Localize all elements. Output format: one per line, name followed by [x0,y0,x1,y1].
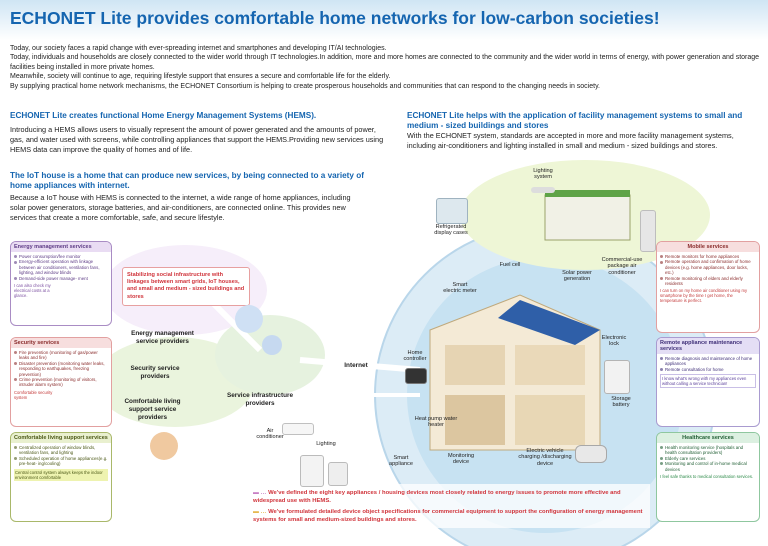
healthcare-note: I feel safe thanks to medical consultati… [660,474,754,480]
footnote-2-text: We've formulated detailed device object … [253,508,643,524]
sky-background [0,0,768,40]
car-icon [575,445,607,463]
iot-text: Because a IoT house with HEMS is connect… [10,193,351,223]
security-note: Comfortable security system [14,389,53,400]
package-ac-icon [640,210,656,252]
healthcare-services-box: Healthcare services Health monitoring se… [656,432,760,522]
healthcare-service-item: Health monitoring service (hospitals and… [660,445,756,456]
monitoring-device-label: Monitoring device [447,453,475,466]
living-service-item: Centralized operation of window blinds, … [14,445,108,456]
iot-heading: The IoT house is a home that can produce… [10,171,364,190]
healthcare-service-item: Elderly care services [660,456,756,461]
facility-text: With the ECHONET system, standards are a… [407,131,734,151]
energy-service-item: Power consumption/fee monitor [14,254,108,259]
display-case-icon [436,198,468,224]
stabilizing-callout: Stabilizing social infrastructure with l… [122,267,250,306]
smart-appliance-label: Smart appliance [389,455,413,468]
healthcare-services-title: Healthcare services [657,433,759,443]
energy-services-title: Energy management services [11,242,111,252]
lighting-label: Lighting [316,441,336,447]
footnote-1: ▬ … We've defined the eight key applianc… [253,489,651,506]
healthcare-service-item: Monitoring and control of in-home medica… [660,461,756,472]
maintenance-note: I know what's wrong with my appliances e… [660,374,756,389]
battery-unit-icon [604,360,630,394]
hems-text: Introducing a HEMS allows users to visua… [10,125,384,155]
mobile-services-box: Mobile services Remote monitors for home… [656,241,760,333]
security-service-item: Fire prevention (monitoring of gas/power… [14,350,108,361]
security-service-item: Disaster prevention (monitoring water le… [14,361,108,377]
living-services-box: Comfortable living support services Cent… [10,432,112,522]
living-service-item: Scheduled operation of home appliances(e… [14,456,108,467]
intro-text: Today, our society faces a rapid change … [10,44,760,91]
refrigerated-label: Refrigerated display cases [434,224,468,237]
energy-service-item: Demand-side power manage- ment [14,276,108,281]
intro-line: Meanwhile, society will continue to age,… [10,73,391,81]
living-note: Central control system always keeps the … [14,468,108,481]
ac-unit-icon [282,423,314,435]
security-service-item: Crime prevention (monitoring of visitors… [14,377,108,388]
footnote-2: ▬ … We've formulated detailed device obj… [253,508,651,525]
electronic-lock-label: Electronic lock [601,335,627,348]
washing-machine-icon [328,462,348,486]
controller-screen-icon [405,368,427,384]
intro-line: Today, our society faces a rapid change … [10,45,387,52]
mobile-service-item: Remote monitors for home appliances [660,254,756,259]
security-services-box: Security services Fire prevention (monit… [10,337,112,427]
maintenance-services-box: Remote appliance maintenance services Re… [656,337,760,427]
hems-heading: ECHONET Lite creates functional Home Ene… [10,111,317,120]
ceiling-light-icon [531,187,555,193]
security-providers-label: Security service providers [130,365,180,380]
mobile-service-item: Remote monitoring of elders and elderly … [660,276,756,287]
mobile-note: I can turn on my home air conditioner us… [660,288,748,304]
maintenance-service-item: Remote consultation for home [660,367,756,372]
server-icon [262,335,282,355]
infra-providers-label: Service infrastructure providers [226,392,294,407]
energy-note: I can also check my electrical costs at … [14,283,51,299]
lighting-system-label: Lighting system [533,168,553,181]
intro-line: By supplying practical home network mech… [10,82,600,90]
internet-label: Internet [344,362,368,369]
mobile-service-item: Remote operation and confirmation of hom… [660,259,756,275]
person-avatar [150,432,178,460]
maintenance-service-item: Remote diagnosis and maintenance of home… [660,356,756,367]
intro-line: Today, individuals and households are cl… [10,54,760,71]
energy-service-item: Energy-efficient operation with linkage … [14,259,108,275]
ev-charging-label: Electric vehicle charging /discharging d… [518,448,572,467]
facility-heading: ECHONET Lite helps with the application … [407,111,743,130]
footnote-marker-icon: ▬ … [253,490,269,496]
refrigerator-icon [300,455,324,487]
maintenance-services-title: Remote appliance maintenance services [657,338,759,354]
storage-battery-label: Storage battery [611,396,631,409]
solar-label: Solar power generation [562,270,592,283]
fuel-cell-label: Fuel cell [499,262,521,268]
home-controller-label: Home controller [403,350,427,363]
heat-pump-label: Heat pump water heater [414,416,458,429]
footnotes: ▬ … We've defined the eight key applianc… [253,489,651,525]
security-services-title: Security services [11,338,111,348]
footnote-1-text: We've defined the eight key appliances /… [253,490,621,505]
smart-meter-label: Smart electric meter [443,282,477,295]
page-title: ECHONET Lite provides comfortable home n… [10,8,660,28]
air-conditioner-label: Air conditioner [256,428,284,441]
energy-services-box: Energy management services Power consump… [10,241,112,326]
mobile-services-title: Mobile services [657,242,759,252]
cloud-icon [235,305,263,333]
footnote-marker-icon: ▬ … [253,508,269,515]
living-providers-label: Comfortable living support service provi… [124,398,181,421]
commercial-ac-label: Commercial-use package air conditioner [601,257,643,276]
energy-providers-label: Energy management service providers [131,330,194,345]
living-services-title: Comfortable living support services [11,433,111,443]
